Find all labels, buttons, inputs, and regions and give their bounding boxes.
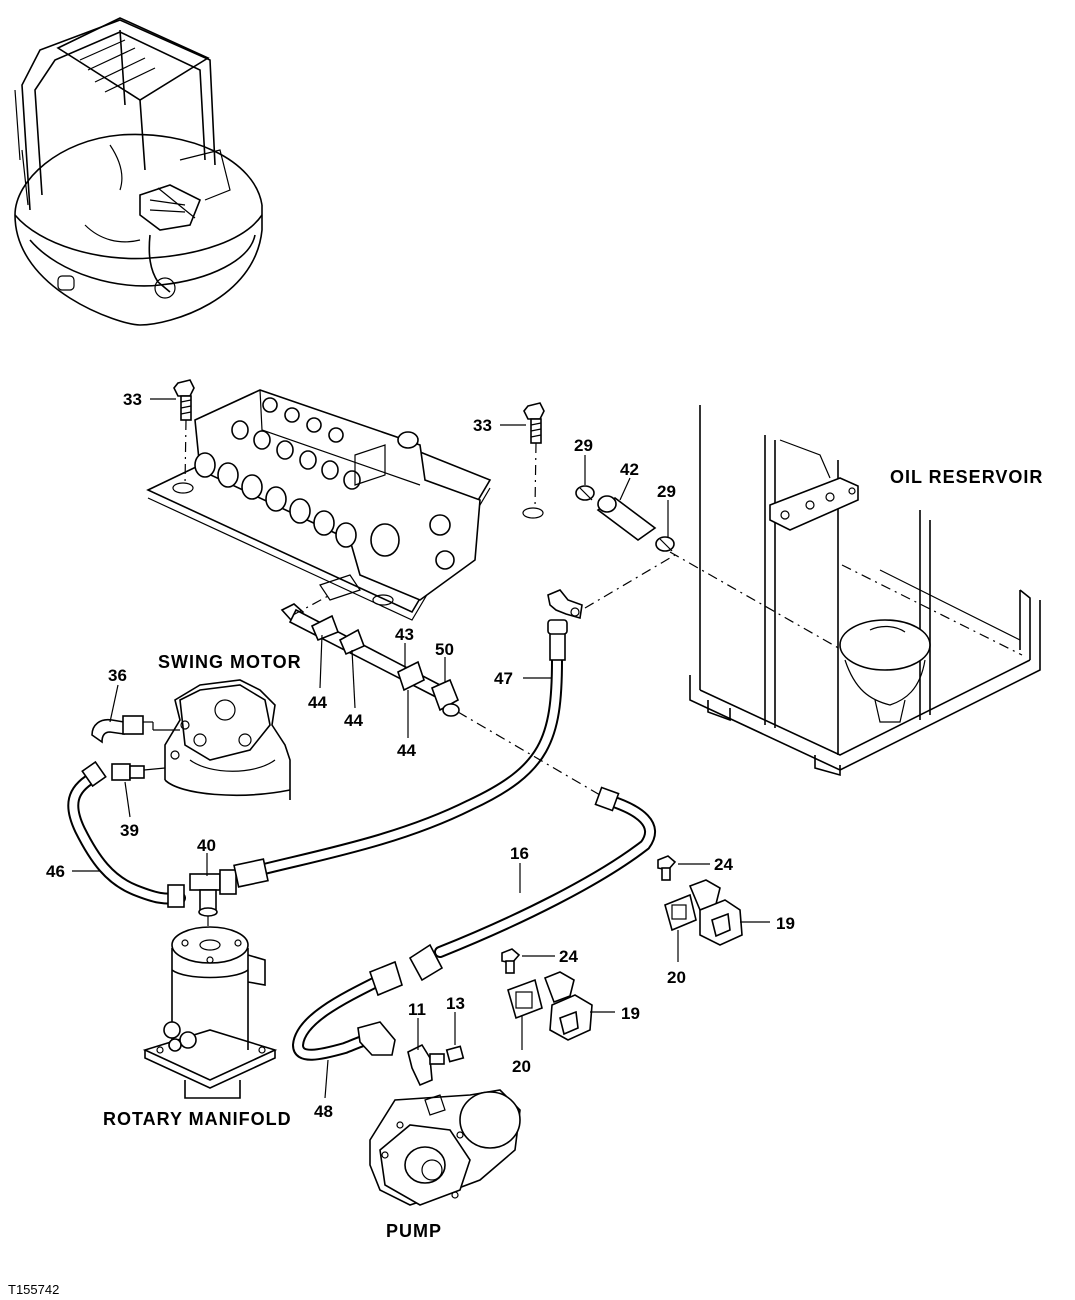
label-rotary-manifold: ROTARY MANIFOLD [103,1109,292,1129]
callout-24-lower: 24 [559,947,578,966]
hose-48 [291,960,403,1061]
label-swing-motor: SWING MOTOR [158,652,302,672]
tee-fitting-40 [189,858,269,917]
hose-47 [254,619,568,876]
callout-47: 47 [494,669,513,688]
callout-44-right: 44 [397,741,416,760]
callout-42: 42 [620,460,639,479]
bolt-33-right [523,402,545,509]
callout-50: 50 [435,640,454,659]
callout-33-left: 33 [123,390,142,409]
callout-11: 11 [408,1000,426,1019]
callout-numbers: 33 33 29 42 29 43 50 36 44 44 44 47 39 4… [46,390,795,1121]
callout-46: 46 [46,862,65,881]
callout-20-upper: 20 [667,968,686,987]
callout-48: 48 [314,1102,333,1121]
leader-lines [72,398,770,1099]
tube-assembly-43 [280,603,460,717]
clamp-group-lower [501,948,593,1041]
callout-16: 16 [510,844,529,863]
component-labels: SWING MOTOR OIL RESERVOIR ROTARY MANIFOL… [103,467,1043,1241]
pump [369,1089,521,1206]
reservoir-elbow-fitting [547,589,583,620]
machine-overview-inset [14,17,263,326]
callout-20-lower: 20 [512,1057,531,1076]
elbow-fitting-11 [407,1043,445,1087]
clamp-group-upper [657,855,743,946]
callout-40: 40 [197,836,216,855]
hose-42 [596,495,657,541]
valve-spools [194,397,361,548]
callout-39: 39 [120,821,139,840]
bolt-33-left [173,379,195,486]
hose-clamp-29-bottom [655,536,675,552]
callout-29-bottom: 29 [657,482,676,501]
rotary-manifold [142,926,278,1099]
callout-43: 43 [395,625,414,644]
figure-reference-code: T155742 [8,1282,59,1297]
callout-44-middle: 44 [344,711,363,730]
adapter-fitting-39 [111,763,166,781]
plug-13 [445,1045,465,1063]
callout-13: 13 [446,994,465,1013]
label-oil-reservoir: OIL RESERVOIR [890,467,1043,487]
hose-46 [67,760,186,908]
oil-reservoir [689,405,1041,777]
callout-33-right: 33 [473,416,492,435]
swing-motor [164,679,291,800]
callout-44-left: 44 [308,693,327,712]
callout-36: 36 [108,666,127,685]
hose-clamp-29-top [575,485,595,501]
elbow-fitting-36 [91,715,180,744]
control-valve-assembly [146,389,544,621]
label-pump: PUMP [386,1221,442,1241]
callout-29-top: 29 [574,436,593,455]
callout-19-lower: 19 [621,1004,640,1023]
callout-24-upper: 24 [714,855,733,874]
tube-16 [408,786,656,982]
callout-19-upper: 19 [776,914,795,933]
